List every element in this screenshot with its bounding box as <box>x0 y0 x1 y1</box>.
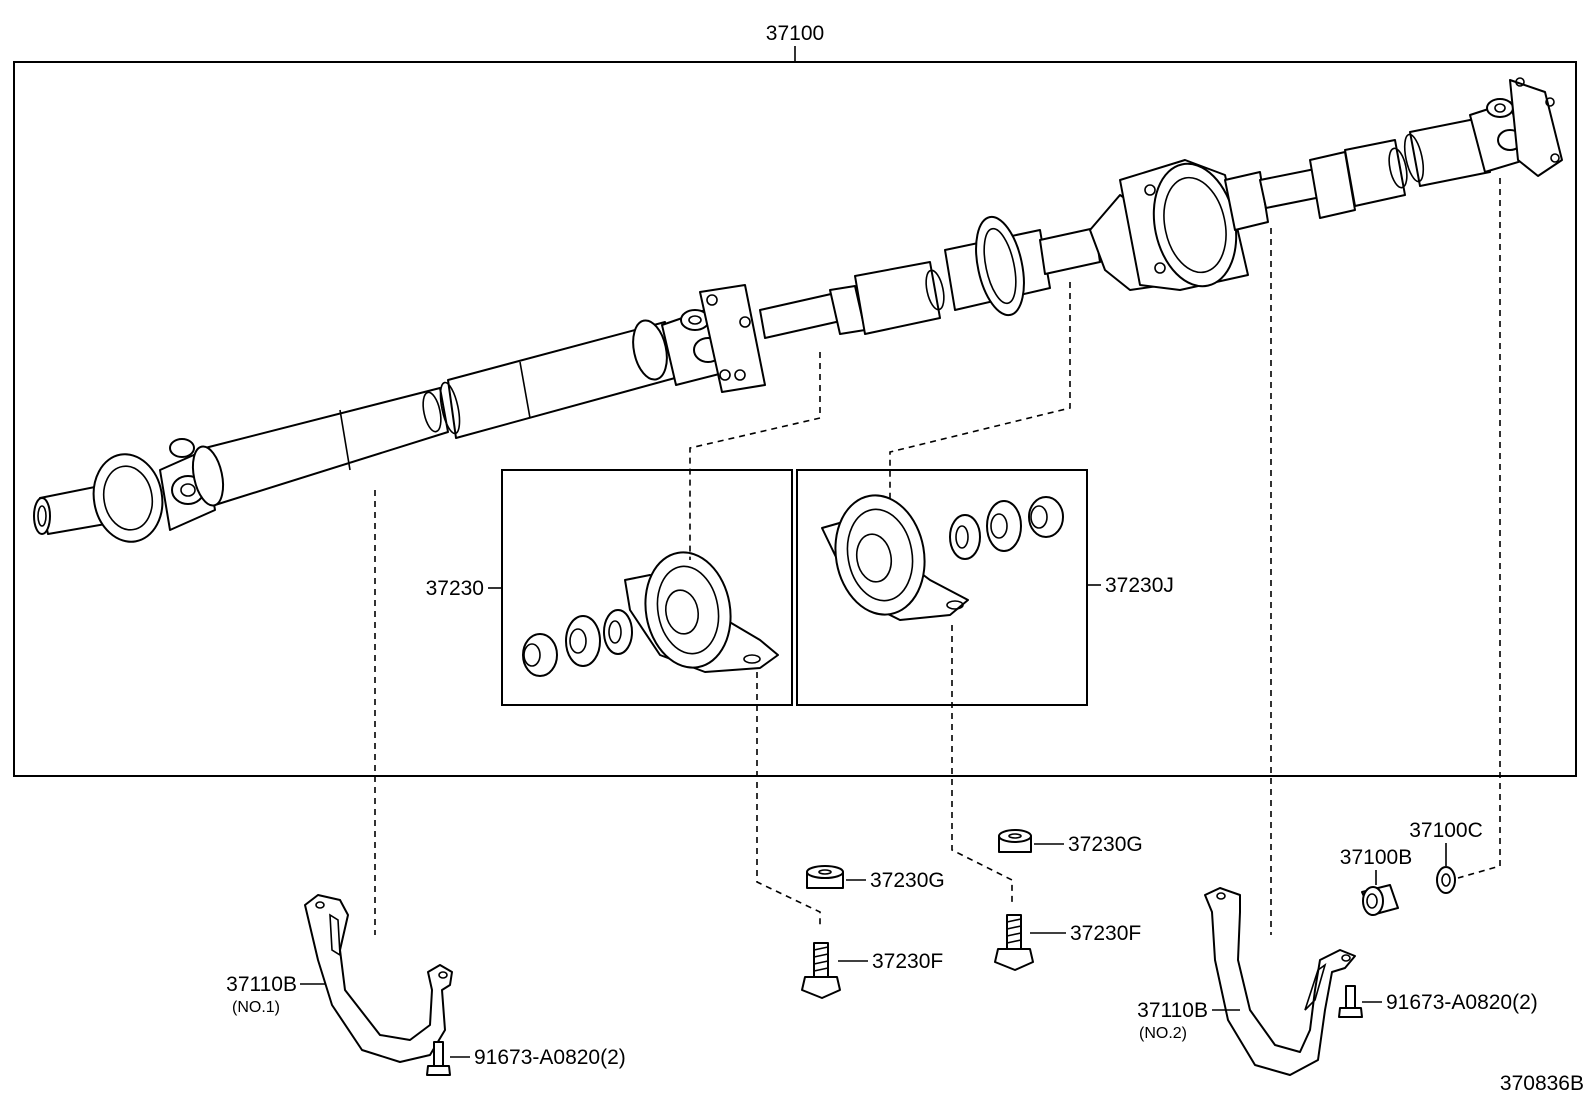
bolt-icon <box>994 914 1034 971</box>
cushion-icon <box>806 865 844 889</box>
bolt-icon <box>1338 985 1363 1018</box>
bracket-icon <box>1204 887 1356 1076</box>
universal-joint-icon <box>661 284 766 393</box>
washer-label: 37100C <box>1409 819 1483 842</box>
propeller-shaft-icon <box>33 77 1563 543</box>
bracket-1-label: 37110B <box>226 973 297 996</box>
universal-joint-icon <box>1469 77 1563 177</box>
center-bearing-1-label: 37230 <box>426 577 484 600</box>
assembly-label: 37100 <box>766 22 824 45</box>
center-bearing-icon <box>821 494 1064 621</box>
bracket-2-bolt-label: 91673-A0820(2) <box>1386 991 1538 1014</box>
center-bearing-box-2 <box>796 469 1088 706</box>
bracket-icon <box>304 894 453 1063</box>
bolt-icon <box>426 1041 451 1076</box>
cushion-icon <box>998 829 1032 853</box>
bracket-1-note: (NO.1) <box>232 999 280 1016</box>
bolt-icon <box>801 942 841 999</box>
cushion-left-label: 37230G <box>870 869 945 892</box>
bolt-right-label: 37230F <box>1070 922 1141 945</box>
sleeve-icon <box>1361 884 1399 916</box>
bolt-left-label: 37230F <box>872 950 943 973</box>
bracket-2-label: 37110B <box>1137 999 1208 1022</box>
bracket-1-bolt-label: 91673-A0820(2) <box>474 1046 626 1069</box>
center-bearing-icon <box>522 551 779 677</box>
sleeve-label: 37100B <box>1340 846 1412 869</box>
center-bearing-2-label: 37230J <box>1105 574 1174 597</box>
cushion-right-label: 37230G <box>1068 833 1143 856</box>
bracket-2-note: (NO.2) <box>1139 1025 1187 1042</box>
diagram-id: 370836B <box>1500 1072 1584 1095</box>
washer-icon <box>1436 866 1456 894</box>
